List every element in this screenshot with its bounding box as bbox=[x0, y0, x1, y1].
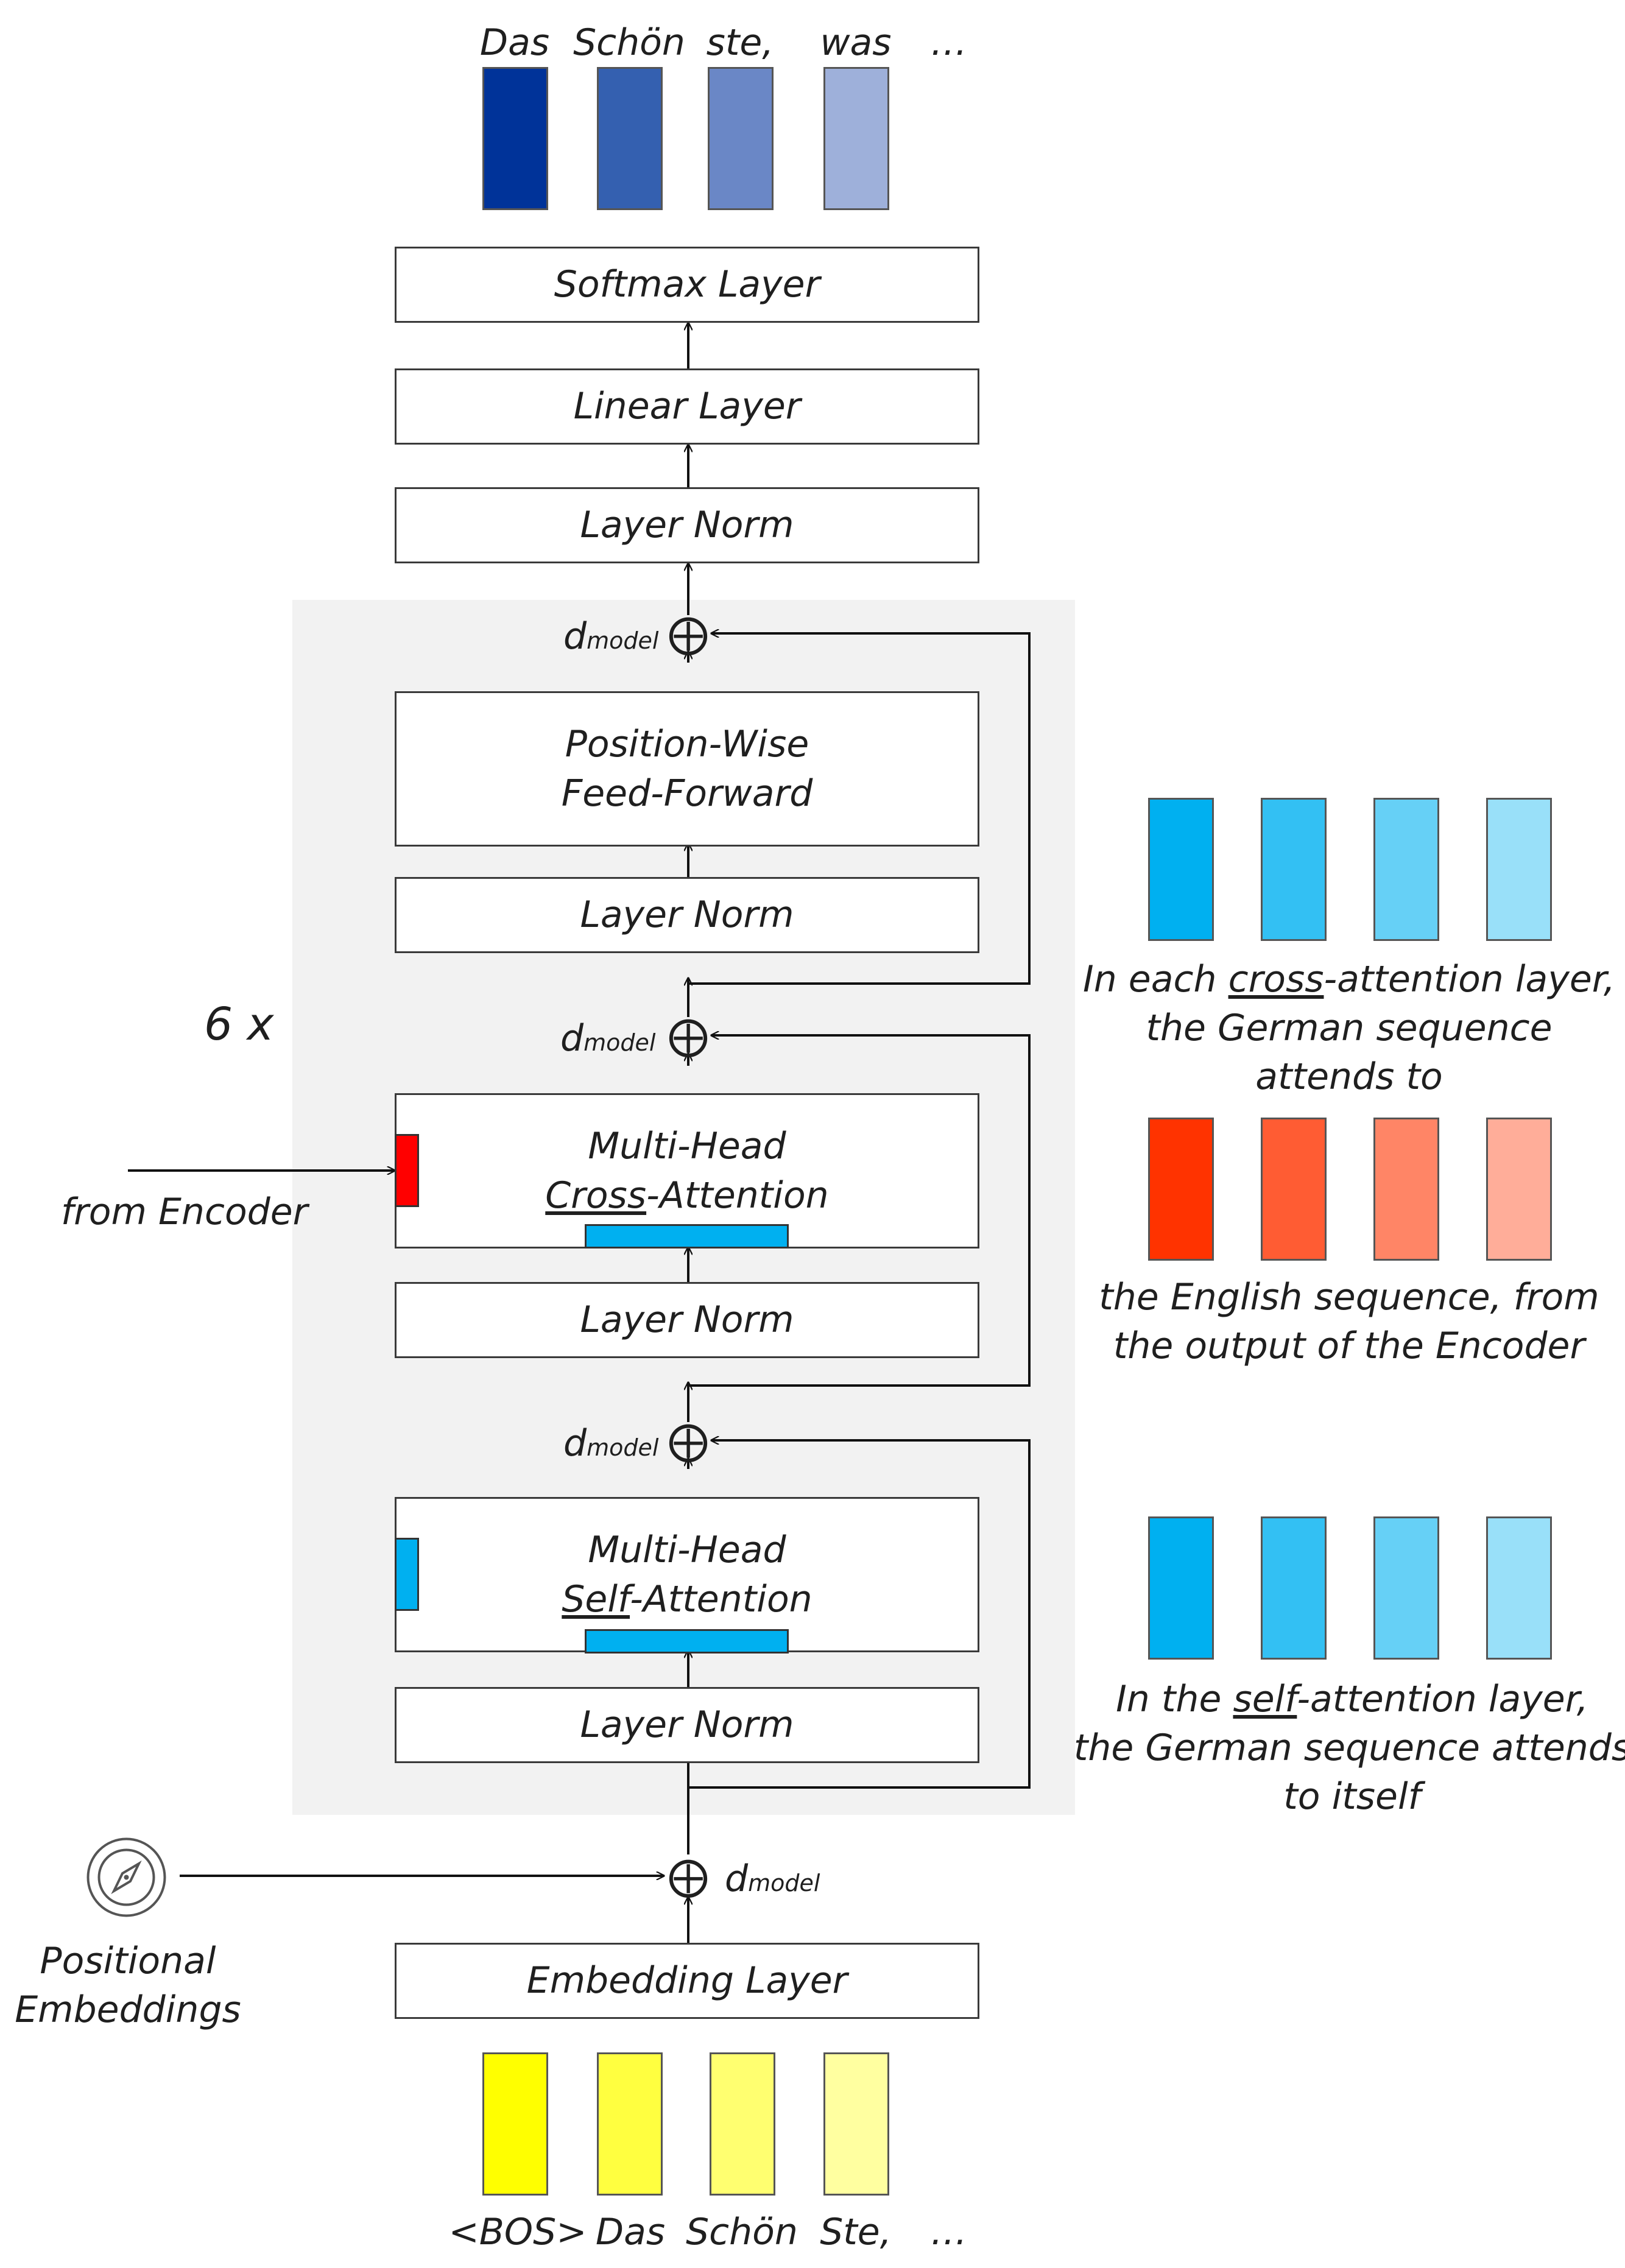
output-token-vector-3 bbox=[708, 67, 774, 210]
self-note-blue-vector-4 bbox=[1486, 1516, 1552, 1660]
cross-note-red-vector-4 bbox=[1486, 1118, 1552, 1261]
decoder-query-bar-cross bbox=[585, 1224, 789, 1248]
self-note-line-2: the German sequence attends bbox=[1073, 1727, 1625, 1769]
position-wise-feed-forward: Position-Wise Feed-Forward bbox=[395, 691, 979, 847]
encoder-key-value-bar bbox=[395, 1134, 419, 1207]
compass-icon bbox=[85, 1836, 167, 1918]
layer-norm-self-label: Layer Norm bbox=[580, 1703, 794, 1746]
input-token-label-5: … bbox=[931, 2211, 967, 2253]
layer-norm-ffn-label: Layer Norm bbox=[580, 893, 794, 936]
output-token-label-1: Das bbox=[479, 21, 550, 64]
ffn-label-line-1: Position-Wise bbox=[565, 722, 809, 766]
output-token-label-2: Schön bbox=[573, 21, 685, 64]
cross-note-line-4: the English sequence, from bbox=[1099, 1276, 1599, 1319]
cross-note-blue-vector-4 bbox=[1486, 798, 1552, 941]
self-note-blue-vector-1 bbox=[1148, 1516, 1214, 1660]
cross-note-red-vector-3 bbox=[1373, 1118, 1439, 1261]
cross-attention-label-line-1: Multi-Head bbox=[588, 1124, 786, 1167]
dmodel-label-1: dmodel bbox=[563, 1422, 659, 1465]
positional-embeddings-label-line-2: Embeddings bbox=[15, 1988, 241, 2031]
cross-note-line-1: In each cross-attention layer, bbox=[1083, 958, 1615, 1001]
decoder-key-value-bar-self bbox=[395, 1538, 419, 1611]
add-node-3: ⨁ bbox=[668, 610, 708, 657]
linear-layer-label: Linear Layer bbox=[573, 385, 801, 428]
cross-note-line-2: the German sequence bbox=[1146, 1007, 1553, 1049]
repeat-count-label: 6 x bbox=[204, 998, 274, 1051]
cross-note-line-3: attends to bbox=[1255, 1055, 1443, 1098]
input-token-vector-4 bbox=[823, 2052, 889, 2196]
output-token-vector-4 bbox=[823, 67, 889, 210]
output-token-label-5: … bbox=[931, 21, 967, 64]
add-node-2: ⨁ bbox=[668, 1012, 708, 1059]
layer-norm-self: Layer Norm bbox=[395, 1687, 979, 1763]
output-token-label-3: ste, bbox=[706, 21, 774, 64]
cross-attention-label-line-2: Cross-Attention bbox=[545, 1174, 829, 1217]
input-token-label-4: Ste, bbox=[820, 2211, 892, 2253]
embedding-layer-label: Embedding Layer bbox=[526, 1959, 848, 2002]
cross-note-blue-vector-2 bbox=[1261, 798, 1327, 941]
cross-note-red-vector-2 bbox=[1261, 1118, 1327, 1261]
decoder-query-bar-self bbox=[585, 1629, 789, 1653]
cross-note-blue-vector-3 bbox=[1373, 798, 1439, 941]
cross-note-red-vector-1 bbox=[1148, 1118, 1214, 1261]
output-token-label-4: was bbox=[820, 21, 892, 64]
add-node-embedding: ⨁ bbox=[668, 1853, 708, 1900]
input-token-vector-3 bbox=[710, 2052, 775, 2196]
layer-norm-cross-label: Layer Norm bbox=[580, 1298, 794, 1341]
input-token-label-2: Das bbox=[595, 2211, 666, 2253]
positional-embeddings-label-line-1: Positional bbox=[40, 1940, 216, 1982]
dmodel-label-3: dmodel bbox=[563, 615, 659, 658]
output-token-vector-1 bbox=[482, 67, 548, 210]
add-node-1: ⨁ bbox=[668, 1417, 708, 1464]
self-note-blue-vector-2 bbox=[1261, 1516, 1327, 1660]
embedding-layer: Embedding Layer bbox=[395, 1943, 979, 2019]
input-token-label-3: Schön bbox=[686, 2211, 798, 2253]
softmax-layer-label: Softmax Layer bbox=[554, 263, 820, 306]
final-layer-norm: Layer Norm bbox=[395, 487, 979, 563]
layer-norm-cross: Layer Norm bbox=[395, 1282, 979, 1358]
dmodel-label-2: dmodel bbox=[560, 1017, 656, 1060]
input-token-label-1: <BOS> bbox=[448, 2211, 587, 2253]
self-note-line-3: to itself bbox=[1283, 1775, 1421, 1818]
output-token-vector-2 bbox=[597, 67, 663, 210]
self-note-blue-vector-3 bbox=[1373, 1516, 1439, 1660]
self-attention-label-line-2: Self-Attention bbox=[562, 1577, 812, 1621]
softmax-layer: Softmax Layer bbox=[395, 247, 979, 323]
ffn-label-line-2: Feed-Forward bbox=[561, 772, 813, 815]
multi-head-cross-attention: Multi-Head Cross-Attention bbox=[395, 1093, 979, 1248]
input-token-vector-1 bbox=[482, 2052, 548, 2196]
cross-note-line-5: the output of the Encoder bbox=[1113, 1325, 1585, 1367]
dmodel-label-embedding: dmodel bbox=[725, 1858, 820, 1900]
cross-note-blue-vector-1 bbox=[1148, 798, 1214, 941]
self-note-line-1: In the self-attention layer, bbox=[1116, 1678, 1588, 1720]
final-layer-norm-label: Layer Norm bbox=[580, 504, 794, 546]
multi-head-self-attention: Multi-Head Self-Attention bbox=[395, 1497, 979, 1652]
linear-layer: Linear Layer bbox=[395, 368, 979, 445]
from-encoder-label: from Encoder bbox=[61, 1191, 308, 1233]
layer-norm-ffn: Layer Norm bbox=[395, 877, 979, 953]
input-token-vector-2 bbox=[597, 2052, 663, 2196]
self-attention-label-line-1: Multi-Head bbox=[588, 1528, 786, 1571]
